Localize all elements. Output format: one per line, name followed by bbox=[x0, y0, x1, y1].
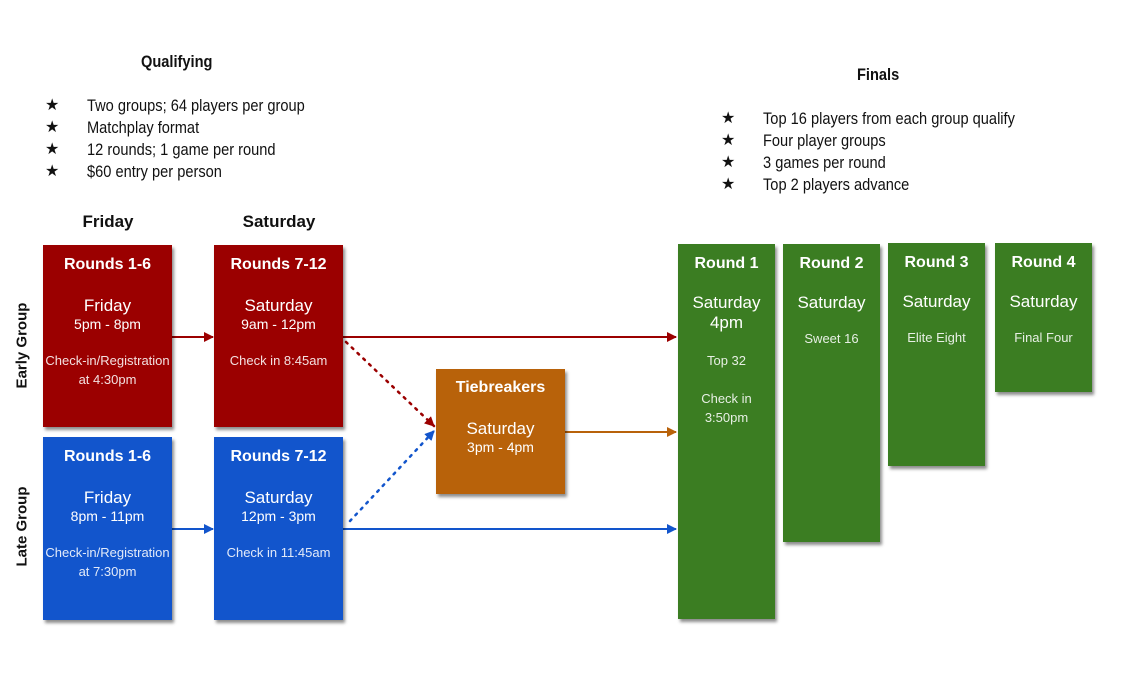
friday-column-heading: Friday bbox=[82, 212, 134, 231]
star-icon: ★ bbox=[721, 132, 736, 149]
final-round-2-box: Round 2 Saturday Sweet 16 bbox=[783, 244, 880, 542]
star-icon: ★ bbox=[45, 163, 60, 180]
list-item: ★12 rounds; 1 game per round bbox=[45, 140, 276, 159]
early-friday-box: Rounds 1-6 Friday 5pm - 8pm Check-in/Reg… bbox=[43, 245, 172, 427]
list-item: ★Top 16 players from each group qualify bbox=[721, 109, 1015, 128]
star-icon: ★ bbox=[45, 119, 60, 136]
arrow-late-to-tiebreakers bbox=[348, 429, 436, 523]
list-item: ★Four player groups bbox=[721, 131, 886, 150]
list-item: ★Two groups; 64 players per group bbox=[45, 96, 305, 115]
star-icon: ★ bbox=[721, 110, 736, 127]
final-round-3-box: Round 3 Saturday Elite Eight bbox=[888, 243, 985, 466]
list-item: ★Matchplay format bbox=[45, 118, 200, 137]
list-item: ★$60 entry per person bbox=[45, 162, 222, 181]
star-icon: ★ bbox=[721, 154, 736, 171]
list-item: ★3 games per round bbox=[721, 153, 886, 172]
saturday-column-heading: Saturday bbox=[242, 212, 316, 231]
finals-bullet-list: ★Top 16 players from each group qualify … bbox=[721, 108, 1056, 196]
star-icon: ★ bbox=[721, 176, 736, 193]
early-saturday-box: Rounds 7-12 Saturday 9am - 12pm Check in… bbox=[214, 245, 343, 427]
late-friday-box: Rounds 1-6 Friday 8pm - 11pm Check-in/Re… bbox=[43, 437, 172, 620]
list-item: ★Top 2 players advance bbox=[721, 175, 910, 194]
star-icon: ★ bbox=[45, 141, 60, 158]
tiebreakers-box: Tiebreakers Saturday 3pm - 4pm bbox=[436, 369, 565, 494]
star-icon: ★ bbox=[45, 97, 60, 114]
arrow-early-to-tiebreakers bbox=[344, 340, 436, 428]
late-saturday-box: Rounds 7-12 Saturday 12pm - 3pm Check in… bbox=[214, 437, 343, 620]
finals-heading: Finals bbox=[857, 65, 900, 84]
final-round-4-box: Round 4 Saturday Final Four bbox=[995, 243, 1092, 392]
qualifying-bullet-list: ★Two groups; 64 players per group ★Match… bbox=[45, 95, 340, 183]
final-round-1-box: Round 1 Saturday 4pm Top 32 Check in 3:5… bbox=[678, 244, 775, 619]
qualifying-heading: Qualifying bbox=[141, 52, 213, 71]
